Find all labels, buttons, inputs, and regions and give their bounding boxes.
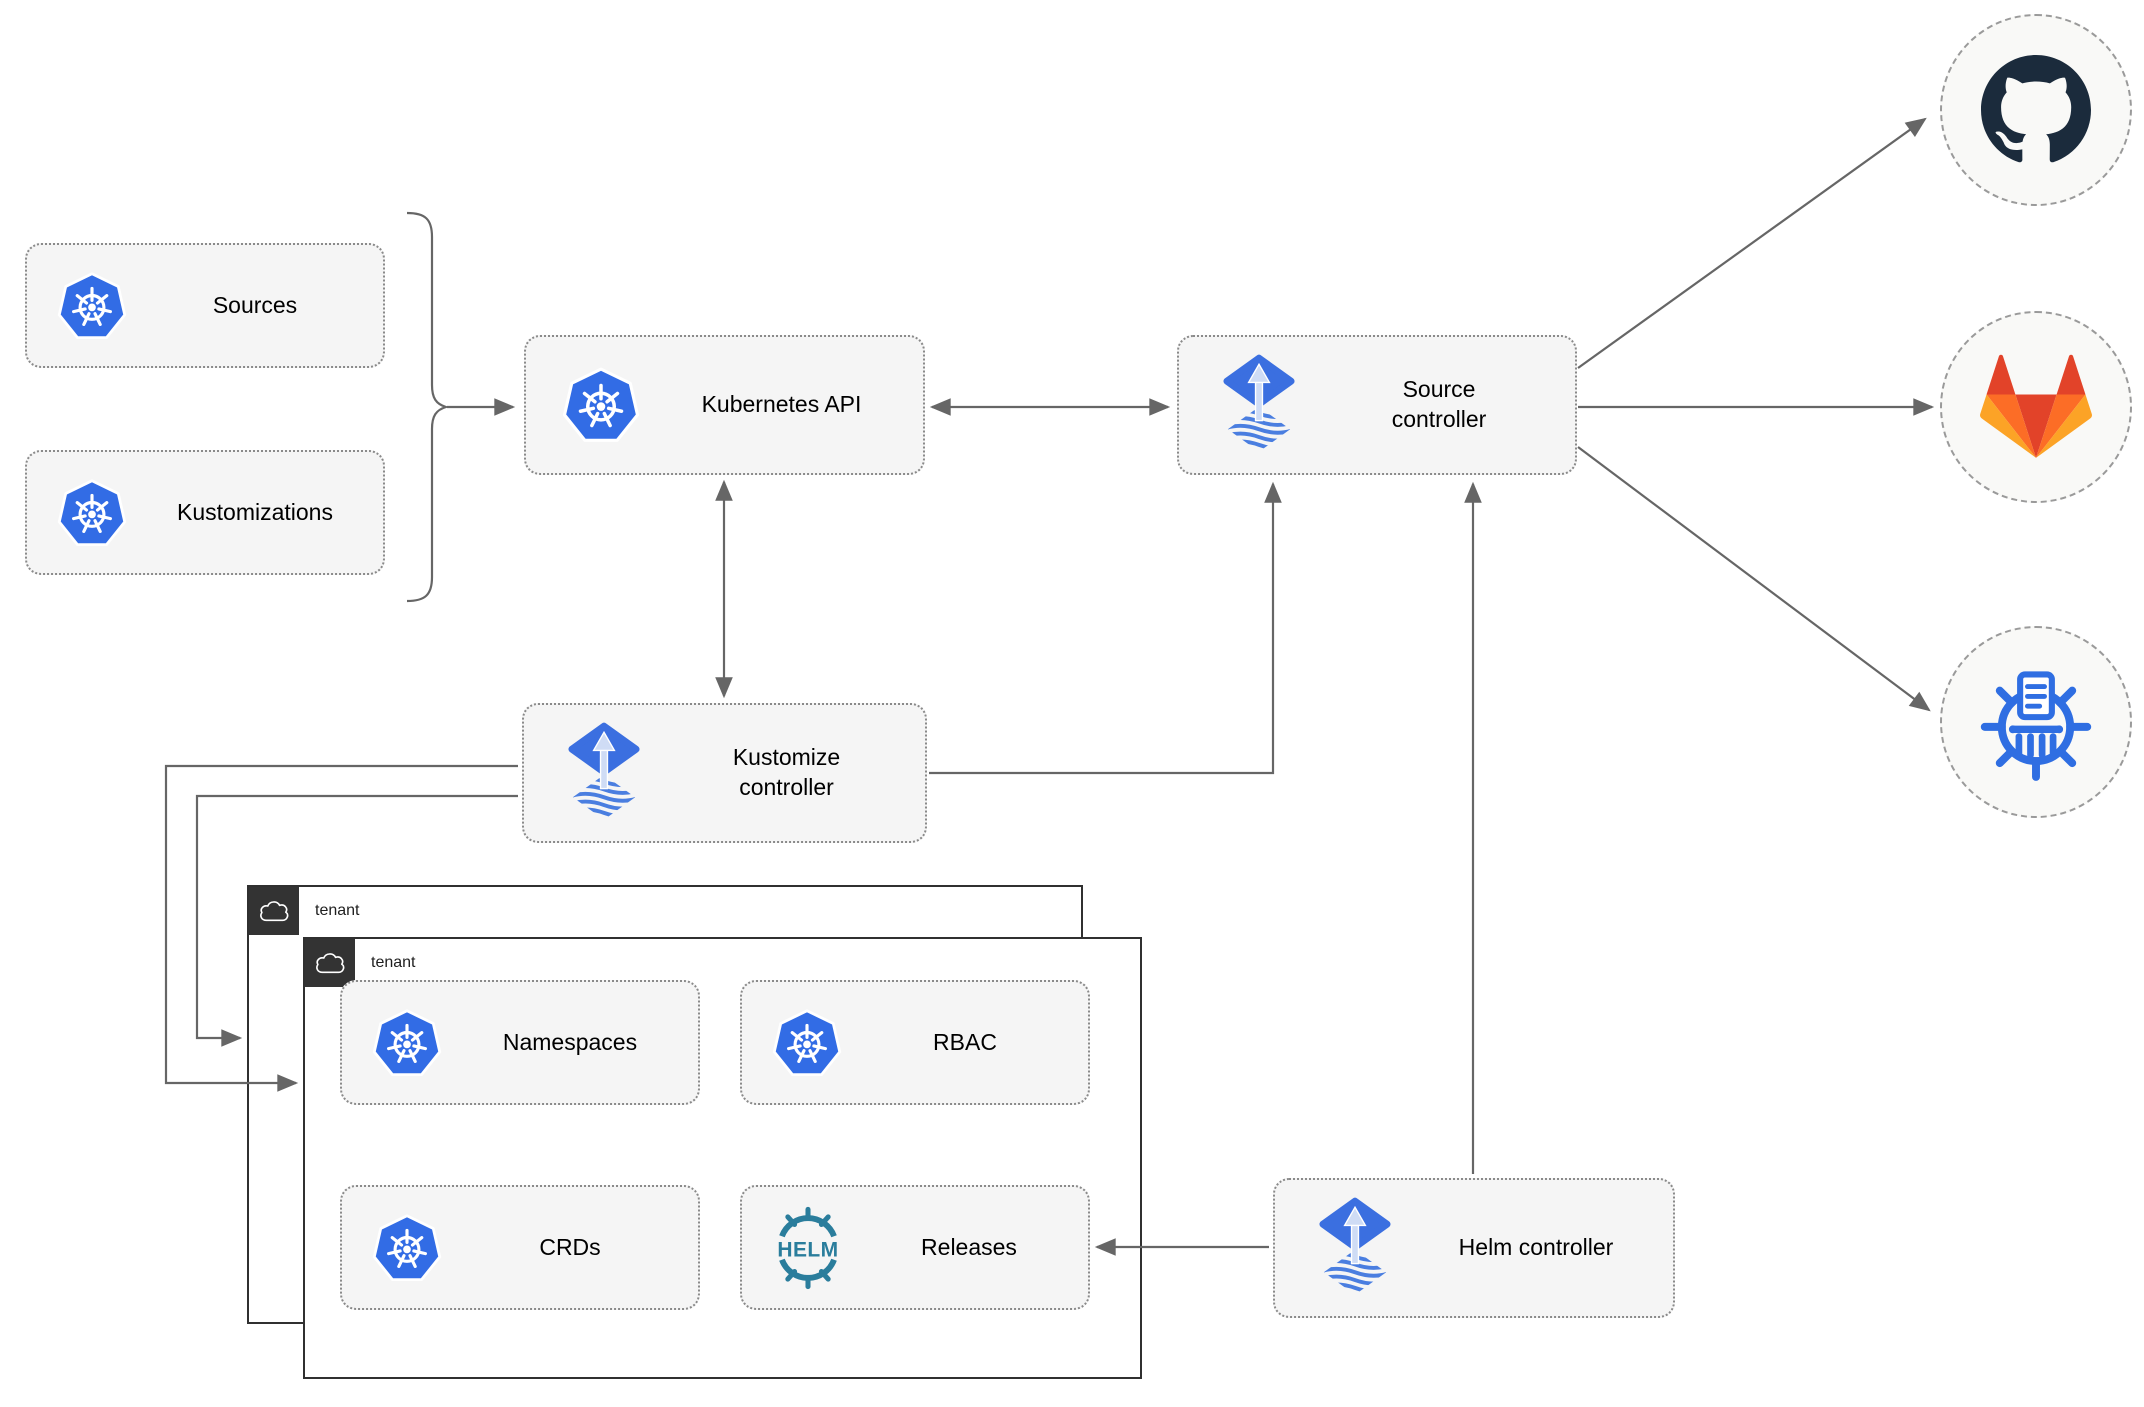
connector-sourcectrl-chartmuseum — [1577, 446, 1931, 712]
tenant-label: tenant — [371, 954, 416, 971]
flux-icon — [1311, 1196, 1399, 1300]
releases-label: Releases — [921, 1233, 1017, 1260]
rbac-node: RBAC — [740, 980, 1090, 1105]
kubernetes-icon — [772, 1008, 842, 1076]
kubernetes-api-node: Kubernetes API — [524, 335, 925, 475]
namespaces-label: Namespaces — [502, 1028, 638, 1055]
kubernetes-icon — [372, 1213, 442, 1281]
gitlab-icon — [1980, 354, 2092, 458]
kubernetes-api-label: Kubernetes API — [701, 391, 862, 418]
tenant-tab — [305, 939, 355, 987]
github-endpoint — [1940, 14, 2132, 206]
brace-sources-group — [406, 211, 450, 603]
tenant-label: tenant — [315, 902, 360, 919]
github-icon — [1981, 55, 2091, 163]
chartmuseum-icon — [1975, 661, 2097, 783]
cloud-icon — [316, 953, 345, 974]
connector-kustomizectrl-sourcectrl — [929, 481, 1282, 775]
releases-node: HELM Releases — [740, 1185, 1090, 1310]
kubernetes-icon — [372, 1008, 442, 1076]
chartmuseum-endpoint — [1940, 626, 2132, 818]
rbac-label: RBAC — [933, 1028, 997, 1055]
helm-controller-label: Helm controller — [1458, 1234, 1614, 1261]
kubernetes-icon — [57, 478, 127, 546]
kustomizations-node: Kustomizations — [25, 450, 385, 575]
crds-node: CRDs — [340, 1185, 700, 1310]
namespaces-node: Namespaces — [340, 980, 700, 1105]
source-controller-node: Source controller — [1177, 335, 1577, 475]
sources-label: Sources — [212, 291, 298, 318]
crds-label: CRDs — [539, 1233, 601, 1260]
kustomizations-label: Kustomizations — [177, 498, 333, 525]
helm-controller-node: Helm controller — [1273, 1178, 1675, 1318]
gitlab-endpoint — [1940, 311, 2132, 503]
connector-sourcectrl-github — [1577, 117, 1927, 369]
source-controller-label: Source controller — [1391, 376, 1487, 432]
kubernetes-icon — [57, 271, 127, 339]
kustomize-controller-label: Kustomize controller — [732, 744, 841, 800]
cloud-icon — [260, 901, 289, 922]
flux-icon — [1215, 353, 1303, 457]
flux-icon — [560, 721, 648, 825]
helm-icon: HELM — [766, 1206, 850, 1290]
kubernetes-icon — [562, 367, 640, 443]
svg-text:HELM: HELM — [777, 1238, 838, 1261]
tenant-tab — [249, 887, 299, 935]
sources-node: Sources — [25, 243, 385, 368]
kustomize-controller-node: Kustomize controller — [522, 703, 927, 843]
